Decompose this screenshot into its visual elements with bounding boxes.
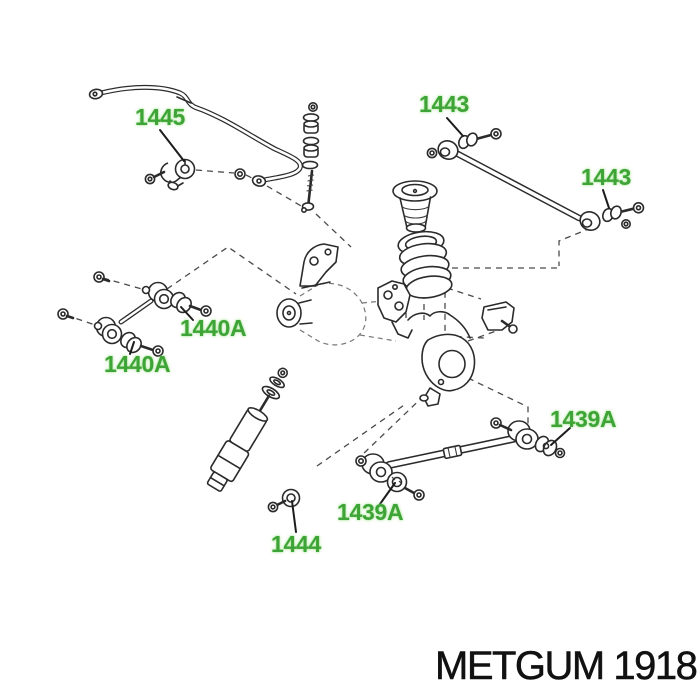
shock-absorber-drawing (206, 367, 301, 513)
part-label-1445: 1445 (135, 104, 185, 130)
part-label-1443-upper: 1443 (419, 91, 469, 117)
brand-watermark: METGUM 1918 (435, 644, 698, 688)
construction-lines (65, 169, 592, 467)
part-label-1440a-lower: 1440A (104, 351, 171, 377)
lateral-rod-drawing (426, 128, 645, 231)
leader-lines (129, 117, 610, 533)
trailing-arm-drawing (355, 417, 566, 501)
sway-bar-drawing (88, 84, 303, 187)
part-label-1439a-right: 1439A (550, 406, 617, 432)
coil-spring-drawing (397, 230, 453, 299)
sway-bar-bushing-clamp-1445-drawing (144, 158, 196, 191)
sway-bar-nut (234, 168, 246, 180)
part-label-1444: 1444 (271, 531, 321, 557)
upper-control-arm-drawing (57, 271, 212, 357)
part-label-1440a-upper: 1440A (180, 315, 247, 341)
axle-housing-drawing (276, 243, 518, 407)
bump-stop-drawing (392, 180, 438, 233)
stabilizer-link-drawing (300, 102, 320, 214)
part-label-1443-right: 1443 (581, 164, 631, 190)
part-label-1439a-left: 1439A (337, 499, 404, 525)
